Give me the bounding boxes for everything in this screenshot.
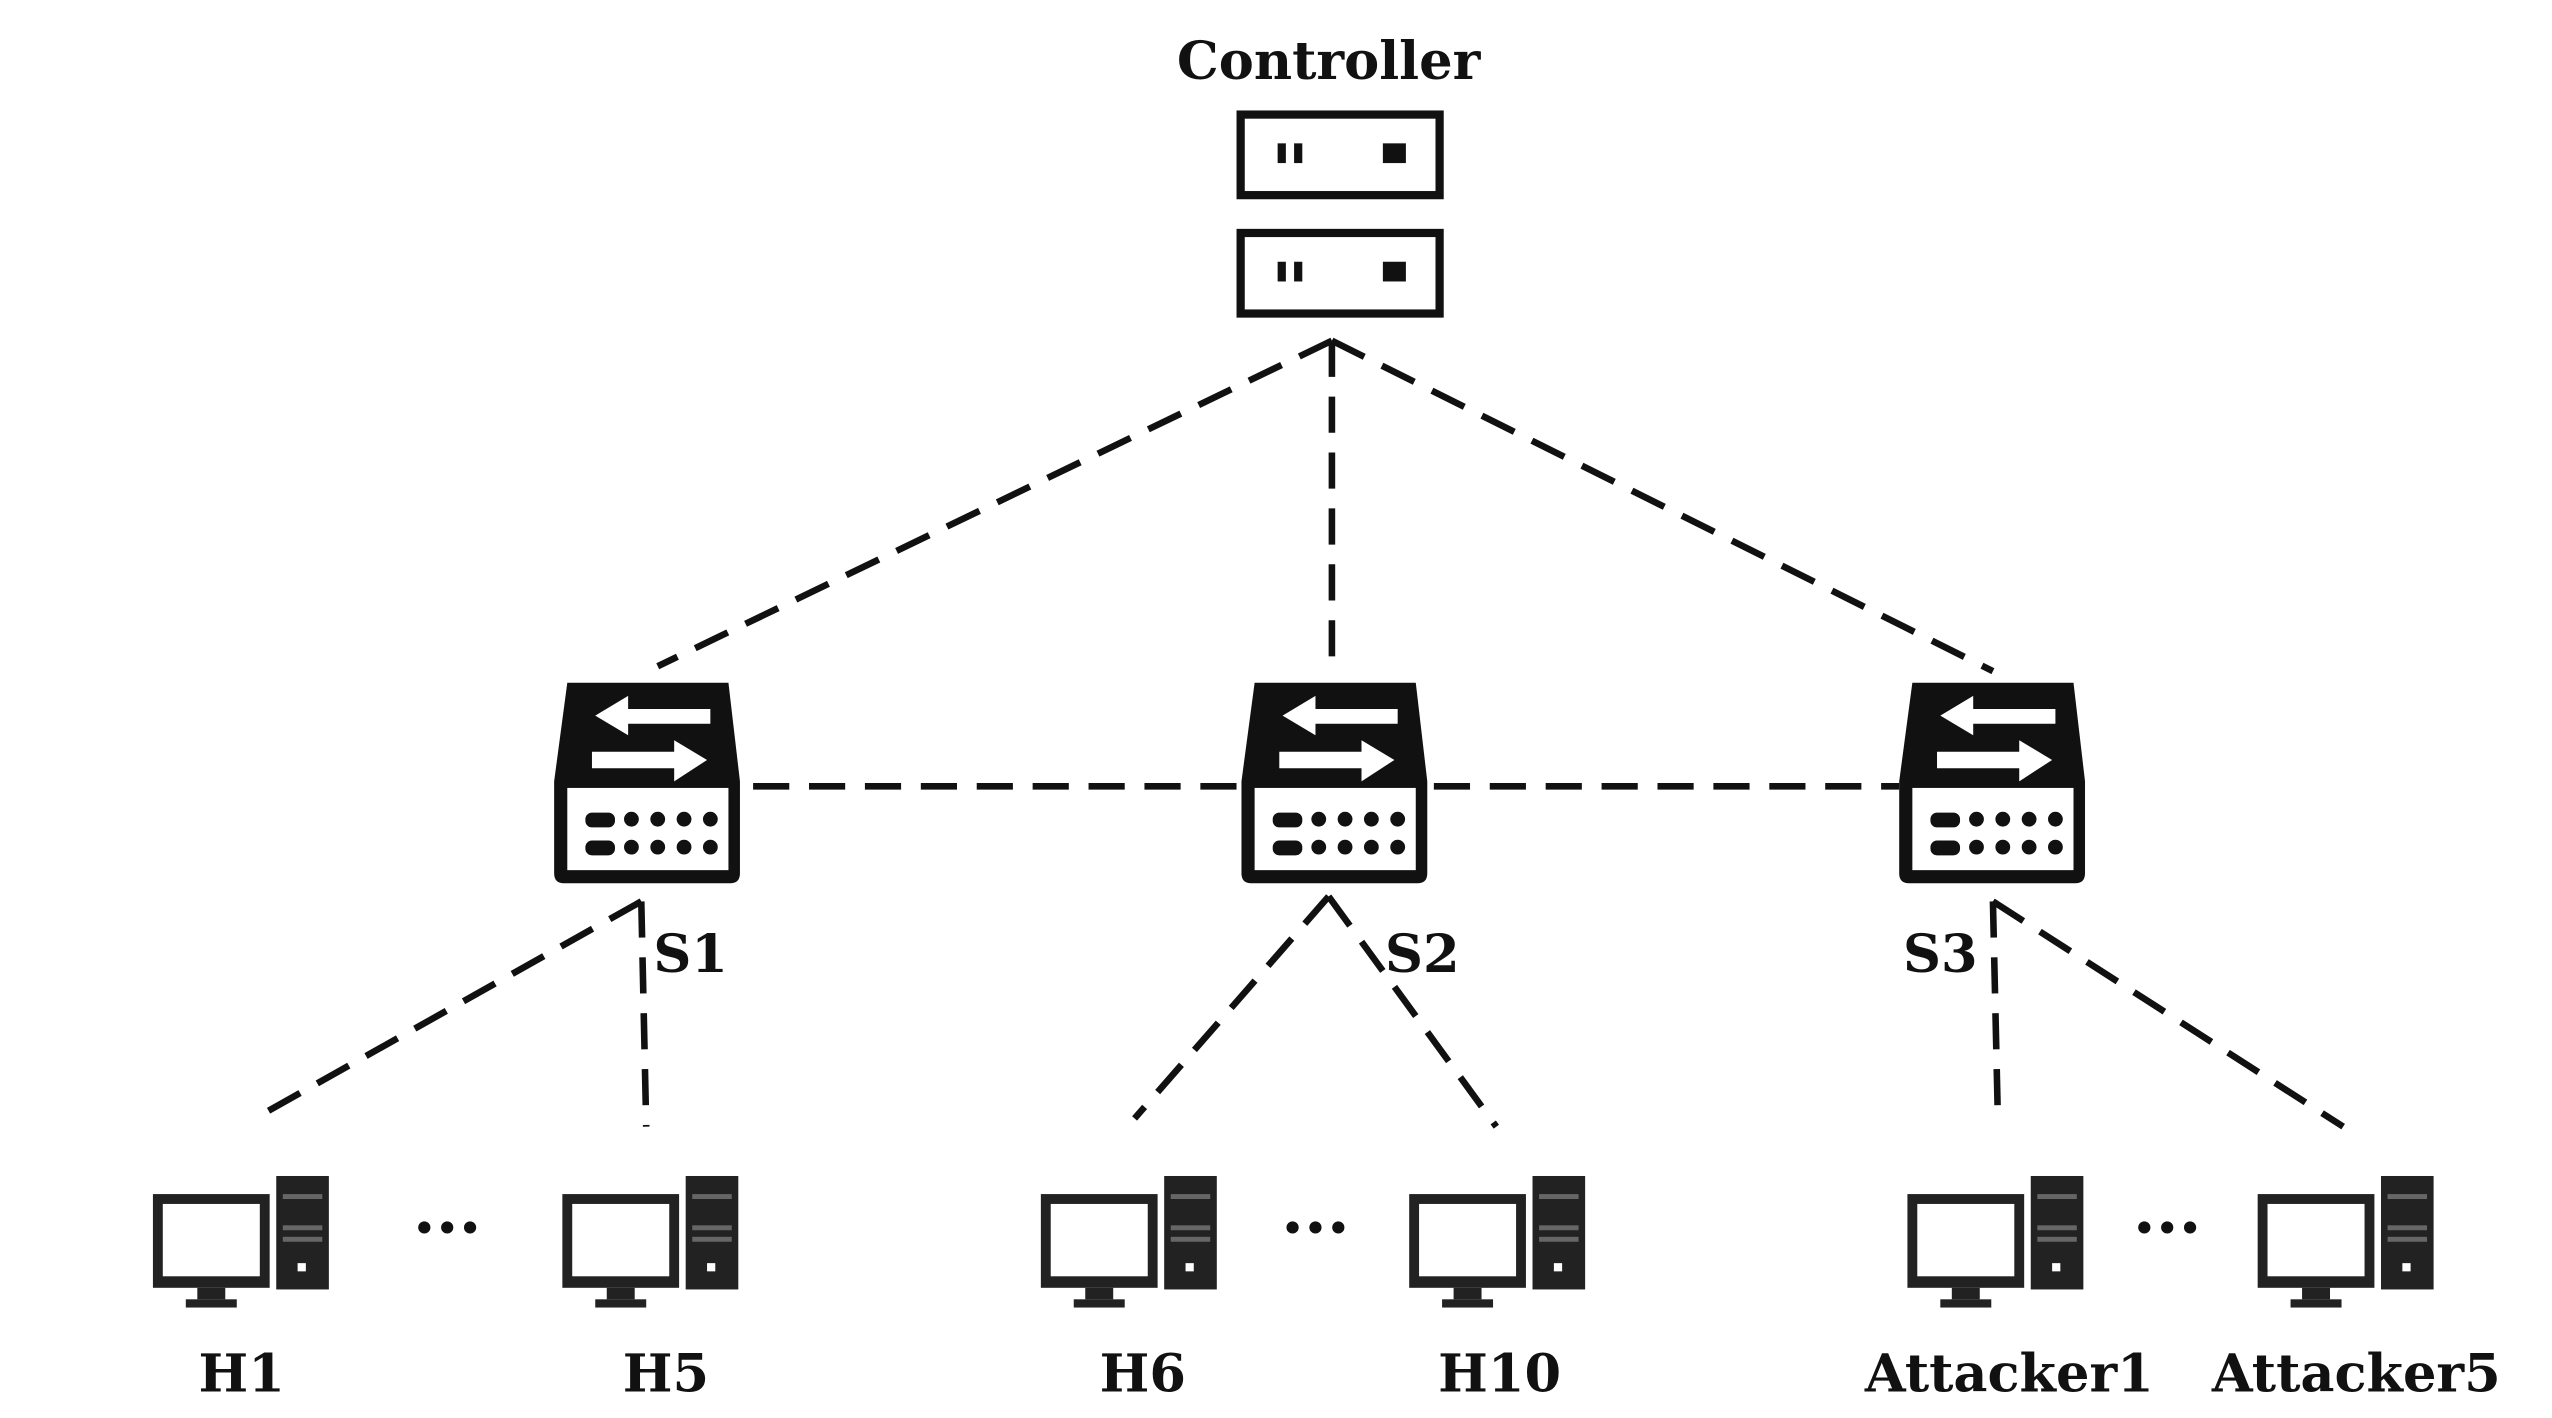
host-label: H1 — [199, 1343, 285, 1404]
switch-label: S3 — [1903, 924, 1978, 985]
host-label: Attacker5 — [2211, 1343, 2501, 1404]
controller: Controller — [1177, 31, 1482, 313]
server-rack-icon — [1241, 115, 1440, 314]
links — [253, 337, 2345, 1130]
link-controller-s1 — [656, 337, 1334, 670]
network-switch-icon — [1899, 682, 2086, 884]
desktop-computer-icon — [152, 1175, 329, 1308]
switch-s1: S1 — [554, 682, 740, 985]
ellipsis-attackers: ··· — [2133, 1188, 2202, 1266]
desktop-computer-icon — [562, 1175, 739, 1308]
host-h10: H10 — [1409, 1175, 1586, 1404]
switch-s3: S3 — [1899, 682, 2086, 985]
network-switch-icon — [554, 682, 740, 884]
host-attacker5: Attacker5 — [2211, 1175, 2501, 1404]
network-switch-icon — [1241, 682, 1428, 884]
host-label: H10 — [1438, 1343, 1561, 1404]
desktop-computer-icon — [1907, 1175, 2084, 1308]
link-s2-h6 — [1132, 894, 1332, 1121]
host-label: H5 — [623, 1343, 709, 1404]
link-controller-s3 — [1330, 337, 1995, 675]
desktop-computer-icon — [2257, 1175, 2434, 1308]
host-attacker1: Attacker1 — [1864, 1175, 2154, 1404]
switch-s2: S2 — [1241, 682, 1460, 985]
ellipsis-h1-h5: ··· — [413, 1188, 482, 1266]
desktop-computer-icon — [1040, 1175, 1217, 1308]
host-label: Attacker1 — [1864, 1343, 2154, 1404]
link-s1-h5 — [638, 901, 650, 1127]
ellipsis-h6-h10: ··· — [1281, 1188, 1350, 1266]
link-s3-attacker5 — [1991, 898, 2345, 1130]
desktop-computer-icon — [1409, 1175, 1586, 1308]
link-s2-h10 — [1325, 894, 1499, 1129]
host-h1: H1 — [152, 1175, 329, 1404]
switch-label: S1 — [653, 924, 728, 985]
switch-label: S2 — [1385, 924, 1460, 985]
host-label: H6 — [1100, 1343, 1186, 1404]
host-h6: H6 — [1040, 1175, 1217, 1404]
controller-label: Controller — [1177, 31, 1482, 92]
link-s3-attacker1 — [1989, 901, 2002, 1119]
link-s1-h1 — [253, 898, 643, 1122]
host-h5: H5 — [562, 1175, 739, 1404]
